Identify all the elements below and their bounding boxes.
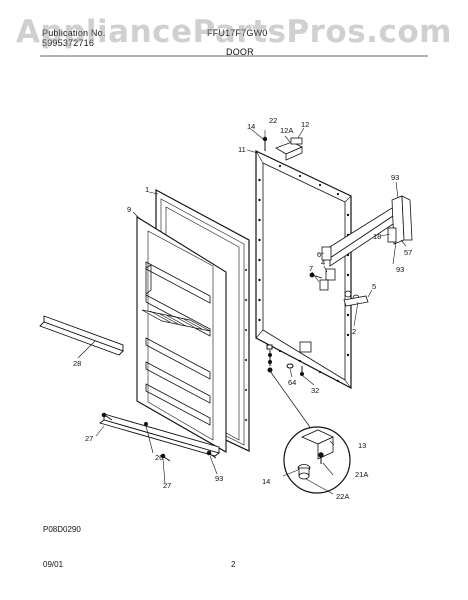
hinge-detail-inset <box>269 370 351 494</box>
callout-26: 26 <box>155 453 163 462</box>
header-publication-number: 5995372716 <box>42 38 95 48</box>
footer-date: 09/01 <box>43 560 64 569</box>
header-publication-label: Publication No. <box>42 28 106 38</box>
footer-page-number: 2 <box>231 560 236 569</box>
door-bar-28 <box>39 315 124 356</box>
latch-hardware <box>299 246 369 353</box>
callout-27-left: 27 <box>85 434 93 443</box>
callout-2: 2 <box>352 327 356 336</box>
callout-32: 32 <box>311 386 319 395</box>
watermark: AppliancePartsPros.com <box>16 14 452 50</box>
bottom-bar-26 <box>99 413 220 457</box>
header-section-title: DOOR <box>226 47 254 57</box>
callout-9: 9 <box>127 205 131 214</box>
hinge-pin-screw <box>262 136 268 151</box>
callout-93-bottom: 93 <box>215 474 223 483</box>
handle-assembly <box>324 195 413 267</box>
callout-13: 13 <box>358 441 366 450</box>
callout-12: 12 <box>301 120 309 129</box>
callout-11: 11 <box>238 145 246 154</box>
screws-27-93 <box>101 412 217 462</box>
callout-22a: 22A <box>336 492 349 501</box>
callout-64: 64 <box>288 378 296 387</box>
door-gasket-frame <box>255 150 352 389</box>
callout-1: 1 <box>145 185 149 194</box>
callout-57: 57 <box>404 248 412 257</box>
callout-4: 4 <box>321 258 325 267</box>
bottom-hinge-screws <box>266 344 304 376</box>
callout-5: 5 <box>372 282 376 291</box>
callout-22: 22 <box>269 116 277 125</box>
gasket-fastener-holes <box>258 164 350 383</box>
callout-14-inset: 14 <box>262 477 270 486</box>
diagram-code: P08D0290 <box>43 525 81 534</box>
callout-93-right: 93 <box>396 265 404 274</box>
leader-lines <box>77 127 407 495</box>
callout-7: 7 <box>309 264 313 273</box>
callout-14-top: 14 <box>247 122 255 131</box>
header-model-number: FFU17F7GW0 <box>207 28 268 38</box>
callout-12a: 12A <box>280 126 293 135</box>
wire-shelf <box>141 309 211 332</box>
callout-6: 6 <box>317 250 321 259</box>
callout-21a: 21A <box>355 470 368 479</box>
top-hinge <box>275 137 303 161</box>
callout-27-bottom: 27 <box>163 481 171 490</box>
callout-28: 28 <box>73 359 81 368</box>
callout-18: 18 <box>373 232 381 241</box>
door-outer-panel-holes <box>245 269 247 421</box>
callout-93-top: 93 <box>391 173 399 182</box>
door-shelves <box>145 261 211 426</box>
